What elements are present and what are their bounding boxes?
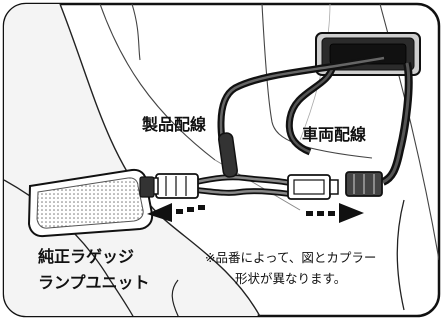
stock-lamp-label-line2: ランプユニット [38, 273, 150, 292]
product-connector-middle [287, 174, 339, 200]
panel-contour-4 [261, 4, 373, 159]
interior-panel-shading [4, 4, 260, 316]
splice-tube [218, 132, 238, 178]
stock-lamp-label-line1: 純正ラゲッジ [38, 247, 135, 266]
product-harness-lower-core [195, 188, 291, 196]
product-wiring-label: 製品配線 [142, 115, 207, 134]
panel-contour-2 [99, 4, 216, 161]
product-connector-left [147, 173, 199, 199]
panel-contour-7 [396, 199, 405, 311]
lamp-unit [27, 168, 155, 238]
vehicle-connector [345, 171, 383, 197]
product-wire-main-core [219, 56, 385, 171]
arrow-right [306, 203, 364, 223]
vehicle-wire-right-core [382, 62, 411, 184]
vehicle-wire-left-core [288, 65, 335, 154]
note-line2: 形状が異なります。 [235, 271, 347, 286]
note-line1: ※品番によって、図とカプラー [205, 250, 377, 265]
panel-contour-10 [171, 279, 181, 316]
vehicle-wiring-label: 車両配線 [302, 125, 367, 144]
product-harness-upper-core [195, 175, 291, 185]
panel-contour-3 [131, 4, 141, 61]
arrow-left [147, 203, 205, 222]
